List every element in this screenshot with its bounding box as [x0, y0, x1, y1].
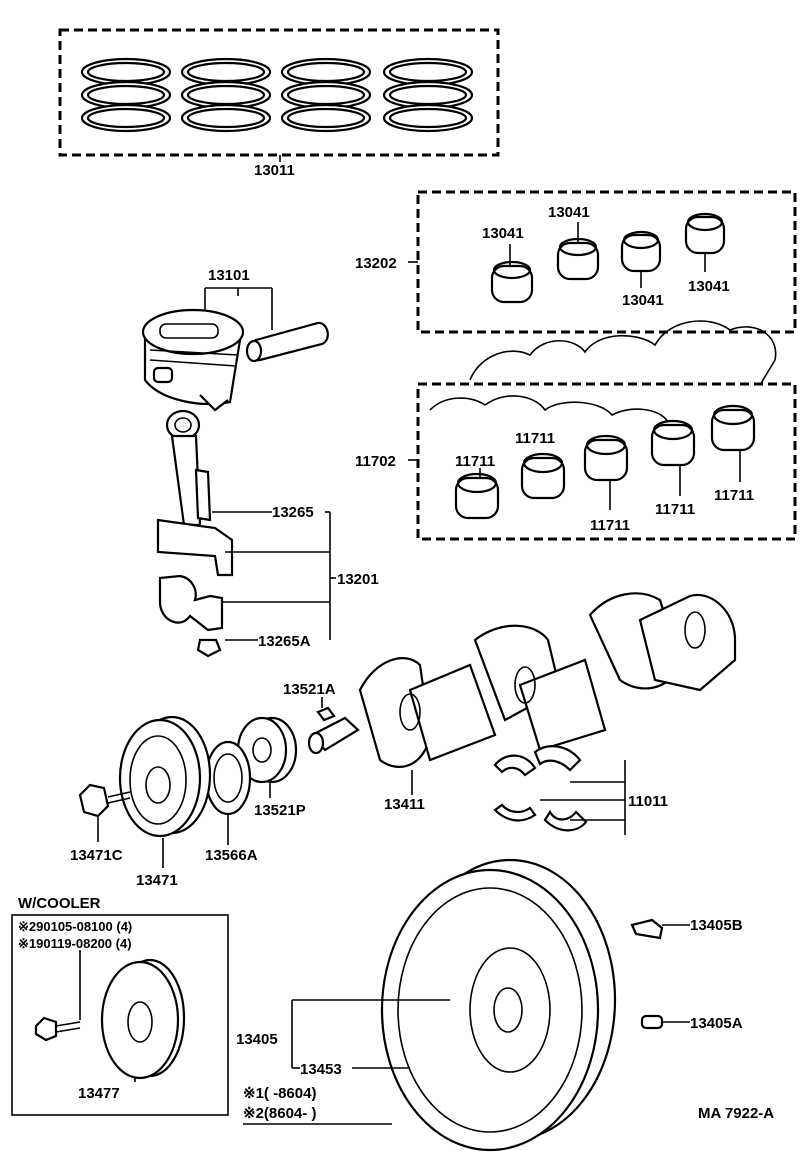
label-bearing-13041-c: 13041 [622, 292, 664, 309]
date-note-2: ※2(8604- ) [243, 1105, 316, 1122]
cooler-pulley [34, 950, 186, 1082]
piston [141, 287, 273, 412]
label-bearing-13041-b: 13041 [548, 204, 590, 221]
flywheel-bolt [630, 918, 690, 940]
pulley-bolt [78, 783, 131, 842]
connecting-rod [156, 409, 234, 658]
flywheel [380, 858, 617, 1152]
crankshaft-ghost-outline [429, 320, 777, 423]
w-cooler-title: W/COOLER [18, 895, 101, 912]
label-bearing-11711-c: 11711 [590, 517, 630, 534]
w-cooler-box [11, 914, 229, 1116]
label-flywheel-bolt: 13405B [690, 917, 743, 934]
label-thrust-washer: 11011 [628, 793, 668, 810]
crank-key [316, 706, 336, 722]
label-bearing-11711-a: 11711 [515, 430, 555, 447]
upper-bearing-set [408, 190, 797, 334]
label-bearing-11711-d: 11711 [655, 501, 695, 518]
label-pulley-bolt: 13471C [70, 847, 123, 864]
date-note-1: ※1( -8604) [243, 1085, 316, 1102]
label-pulley: 13471 [136, 872, 178, 889]
thrust-washers [493, 745, 588, 832]
flywheel-pin [640, 1014, 690, 1030]
label-flywheel: 13405 [236, 1031, 278, 1048]
piston-ring-set [58, 28, 500, 162]
label-crank-key: 13521A [283, 681, 336, 698]
label-crankshaft: 13411 [384, 796, 425, 813]
cooler-note-2: ※190119-08200 (4) [18, 936, 132, 951]
label-ring-gear: 13453 [300, 1061, 342, 1078]
pulley-seal [204, 740, 252, 845]
label-pulley-seal: 13566A [205, 847, 258, 864]
label-piston-ring-set: 13011 [254, 162, 295, 179]
label-cooler-pulley: 13477 [78, 1085, 120, 1102]
label-conrod-bolt: 13265 [272, 504, 314, 521]
crankshaft [307, 592, 737, 768]
figure-code: MA 7922-A [698, 1105, 774, 1122]
label-bearing-13041-a: 13041 [482, 225, 524, 242]
label-bearing-set-13202: 13202 [355, 255, 397, 272]
label-bearing-11711-b: 11711 [455, 453, 495, 470]
label-bearing-11711-e: 11711 [714, 487, 754, 504]
lower-bearing-set [408, 382, 797, 541]
crank-pulley [118, 715, 212, 868]
cooler-note-1: ※290105-08100 (4) [18, 919, 132, 934]
label-timing-gear: 13521P [254, 802, 306, 819]
label-bearing-set-11702: 11702 [355, 453, 396, 470]
piston-pin [245, 321, 329, 363]
label-conrod-nut: 13265A [258, 633, 311, 650]
label-conrod-assy: 13201 [337, 571, 379, 588]
label-bearing-13041-d: 13041 [688, 278, 730, 295]
label-piston-sub-assy: 13101 [208, 267, 250, 284]
timing-gear [236, 716, 298, 798]
label-flywheel-pin: 13405A [690, 1015, 743, 1032]
